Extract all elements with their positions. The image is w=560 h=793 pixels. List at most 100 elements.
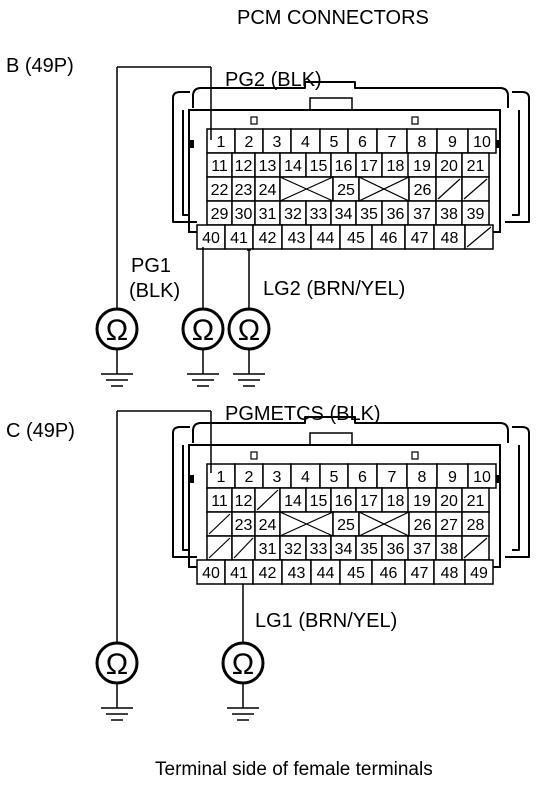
terminal-number: 21 [467, 158, 485, 175]
terminal-number: 30 [235, 206, 253, 223]
connector-c-cavity-4-7 [404, 559, 435, 585]
terminal-number: 42 [259, 565, 277, 582]
ohm-symbol: Ω [192, 314, 214, 347]
terminal-number: 44 [317, 230, 335, 247]
terminal-number: 45 [347, 565, 365, 582]
terminal-number: 11 [211, 493, 228, 510]
terminal-number: 5 [330, 134, 339, 151]
connector-b-cavity-blank [463, 178, 488, 200]
connector-b-housing-corner-r [512, 91, 530, 99]
terminal-number: 1 [217, 134, 226, 151]
terminal-number: 12 [235, 158, 253, 175]
terminal-number: 24 [259, 517, 277, 534]
terminal-number: 31 [259, 541, 277, 558]
connector-c-cavity-4-2 [252, 559, 283, 585]
terminal-number: 40 [202, 230, 220, 247]
lg1-label: LG1 (BRN/YEL) [255, 610, 398, 632]
connector-b-cavity-0-1 [234, 128, 264, 154]
terminal-number: 45 [347, 230, 365, 247]
terminal-number: 35 [360, 206, 378, 223]
connector-c-cavity-blank [208, 513, 231, 535]
connector-c-cavity-blank [233, 537, 254, 559]
connector-c-cavity-cross [279, 511, 334, 537]
terminal-number: 36 [387, 541, 405, 558]
terminal-number: 37 [413, 206, 431, 223]
connector-c-housing-left-clip [182, 445, 190, 551]
terminal-number: 14 [284, 158, 302, 175]
terminal-number: 41 [230, 230, 248, 247]
terminal-number: 25 [337, 517, 355, 534]
connector-b-cavity-1-10 [461, 152, 490, 178]
terminal-number: 9 [448, 134, 457, 151]
connector-c-cavity-4-3 [281, 559, 312, 585]
connector-b-cavity-cross [279, 176, 334, 202]
terminal-number: 20 [440, 158, 458, 175]
connector-b-cavity-0-0 [206, 128, 236, 154]
connector-c-cavity-cross [358, 511, 410, 537]
terminal-number: 28 [467, 517, 485, 534]
connector-b-cavity-blank [437, 178, 461, 200]
connector-c-cavity-1-0 [206, 487, 233, 513]
terminal-number: 20 [440, 493, 458, 510]
connector-c-cavity-3-2 [254, 535, 281, 561]
ohm-symbol: Ω [238, 314, 260, 347]
terminal-number: 16 [335, 493, 353, 510]
ohm-symbol: Ω [106, 648, 128, 681]
terminal-number: 10 [473, 469, 491, 486]
connector-b-ohmmeter-icon-3: Ω [227, 307, 271, 387]
connector-c-top-tab-l [250, 451, 258, 460]
terminal-number: 29 [211, 206, 229, 223]
terminal-number: 48 [441, 230, 459, 247]
connector-b-cavity-0-8 [436, 128, 469, 154]
connector-b-top-tab-r [411, 116, 419, 125]
terminal-number: 38 [440, 541, 458, 558]
connector-c-cavity-blank [208, 537, 231, 559]
connector-c-cavity-blank [463, 537, 488, 559]
connector-b-ohmmeter-icon-1: Ω [95, 307, 139, 387]
terminal-number: 47 [411, 565, 429, 582]
connector-b-top-tab-l [250, 116, 258, 125]
terminal-number: 5 [330, 469, 339, 486]
connector-c-cavity-4-4 [310, 559, 341, 585]
terminal-number: 19 [413, 158, 431, 175]
terminal-number: 38 [440, 206, 458, 223]
terminal-number: 48 [441, 565, 459, 582]
terminal-number: 46 [380, 230, 398, 247]
connector-c-ohmmeter-icon-2: Ω [221, 641, 265, 721]
connector-c-housing-right-clip [512, 445, 520, 551]
connector-b-side-pin-r [496, 140, 501, 148]
terminal-number: 2 [245, 469, 254, 486]
connector-c-cavity-3-9 [435, 535, 463, 561]
terminal-number: 15 [310, 158, 328, 175]
terminal-number: 8 [418, 134, 427, 151]
terminal-number: 47 [411, 230, 429, 247]
pgmetcs-label: PGMETCS (BLK) [225, 403, 381, 425]
terminal-number: 26 [414, 182, 432, 199]
connector-c-cavity-4-5 [339, 559, 373, 585]
terminal-number: 4 [301, 469, 310, 486]
connector-b-housing-outer-right [505, 98, 530, 223]
connector-c-cavity-0-1 [234, 463, 264, 489]
ohm-symbol: Ω [106, 314, 128, 347]
terminal-number: 17 [360, 158, 378, 175]
connector-b-cavity-1-0 [206, 152, 233, 178]
connector-b-cavity-3-6 [355, 200, 383, 226]
terminal-number: 26 [414, 517, 432, 534]
terminal-number: 34 [335, 206, 353, 223]
terminal-number: 40 [202, 565, 220, 582]
connector-c-name: C (49P) [6, 420, 75, 442]
connector-b-housing-corner-l [172, 91, 190, 99]
terminal-number: 4 [301, 134, 310, 151]
terminal-number: 33 [310, 206, 328, 223]
terminal-number: 15 [310, 493, 328, 510]
terminal-number: 33 [310, 541, 328, 558]
connector-b-cavity-blank [466, 226, 492, 248]
connector-b-cavity-4-1 [224, 224, 254, 250]
terminal-number: 46 [380, 565, 398, 582]
terminal-number: 25 [337, 182, 355, 199]
terminal-number: 8 [418, 469, 427, 486]
connector-c-cavity-0-9 [467, 463, 497, 489]
terminal-number: 35 [360, 541, 378, 558]
terminal-number: 49 [470, 565, 488, 582]
